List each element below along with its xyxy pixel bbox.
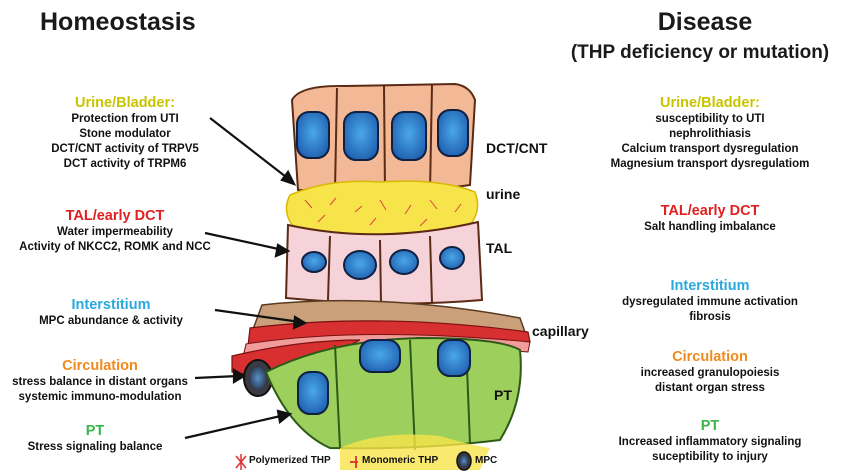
disease-circulation-line: increased granulopoiesis xyxy=(580,366,840,381)
disease-interstitium-line: fibrosis xyxy=(580,310,840,325)
disease-interstitium-title: Interstitium xyxy=(580,277,840,295)
nucleus xyxy=(360,340,400,372)
disease-circulation-line: distant organ stress xyxy=(580,381,840,396)
homeostasis-interstitium-line: MPC abundance & activity xyxy=(0,314,222,329)
homeostasis-circulation-title: Circulation xyxy=(0,357,200,375)
legend-monomeric-thp: Monomeric THP xyxy=(362,455,438,466)
homeostasis-interstitium-title: Interstitium xyxy=(0,296,222,314)
disease-circulation-title: Circulation xyxy=(580,348,840,366)
nucleus xyxy=(440,247,464,269)
polymerized-thp-icon xyxy=(236,454,246,470)
homeostasis-circulation-line: systemic immuno-modulation xyxy=(0,390,200,405)
homeostasis-urine-title: Urine/Bladder: xyxy=(0,94,250,112)
homeostasis-urine-line: DCT activity of TRPM6 xyxy=(0,157,250,172)
legend-mpc: MPC xyxy=(475,455,497,466)
disease-urine-title: Urine/Bladder: xyxy=(580,94,840,112)
label-pt: PT xyxy=(494,387,512,403)
nucleus xyxy=(344,112,378,160)
nucleus xyxy=(390,250,418,274)
disease-pt-title: PT xyxy=(580,417,840,435)
homeostasis-tal-line: Water impermeability xyxy=(0,225,230,240)
nucleus xyxy=(344,251,376,279)
dct-cells xyxy=(292,84,475,192)
label-capillary: capillary xyxy=(532,323,589,339)
nucleus xyxy=(392,112,426,160)
label-dct-cnt: DCT/CNT xyxy=(486,140,547,156)
pt-cells xyxy=(266,338,521,470)
legend-polymerized-thp: Polymerized THP xyxy=(249,455,331,466)
homeostasis-urine-block: Urine/Bladder: Protection from UTI Stone… xyxy=(0,94,250,172)
homeostasis-pt-title: PT xyxy=(0,422,190,440)
homeostasis-urine-line: DCT/CNT activity of TRPV5 xyxy=(0,142,250,157)
disease-tal-block: TAL/early DCT Salt handling imbalance xyxy=(580,202,840,235)
label-urine: urine xyxy=(486,186,520,202)
nucleus xyxy=(438,340,470,376)
homeostasis-interstitium-block: Interstitium MPC abundance & activity xyxy=(0,296,222,329)
disease-urine-line: susceptibility to UTI xyxy=(580,112,840,127)
disease-pt-block: PT Increased inflammatory signaling suce… xyxy=(580,417,840,465)
label-tal: TAL xyxy=(486,240,512,256)
disease-urine-line: nephrolithiasis xyxy=(580,127,840,142)
disease-tal-line: Salt handling imbalance xyxy=(580,220,840,235)
homeostasis-tal-title: TAL/early DCT xyxy=(0,207,230,225)
nucleus xyxy=(298,372,328,414)
homeostasis-pt-block: PT Stress signaling balance xyxy=(0,422,190,455)
disease-interstitium-block: Interstitium dysregulated immune activat… xyxy=(580,277,840,325)
homeostasis-pt-line: Stress signaling balance xyxy=(0,440,190,455)
homeostasis-tal-line: Activity of NKCC2, ROMK and NCC xyxy=(0,240,230,255)
homeostasis-urine-line: Stone modulator xyxy=(0,127,250,142)
homeostasis-tal-block: TAL/early DCT Water impermeability Activ… xyxy=(0,207,230,255)
mpc-nucleus xyxy=(250,367,266,389)
disease-interstitium-line: dysregulated immune activation xyxy=(580,295,840,310)
homeostasis-urine-line: Protection from UTI xyxy=(0,112,250,127)
disease-urine-block: Urine/Bladder: susceptibility to UTI nep… xyxy=(580,94,840,172)
disease-urine-line: Magnesium transport dysregulatiom xyxy=(580,157,840,172)
disease-circulation-block: Circulation increased granulopoiesis dis… xyxy=(580,348,840,396)
disease-pt-line: Increased inflammatory signaling xyxy=(580,435,840,450)
disease-urine-line: Calcium transport dysregulation xyxy=(580,142,840,157)
disease-tal-title: TAL/early DCT xyxy=(580,202,840,220)
disease-pt-line: suceptibility to injury xyxy=(580,450,840,465)
homeostasis-circulation-block: Circulation stress balance in distant or… xyxy=(0,357,200,405)
homeostasis-circulation-line: stress balance in distant organs xyxy=(0,375,200,390)
nucleus xyxy=(297,112,329,158)
nucleus xyxy=(302,252,326,272)
tal-cells xyxy=(286,222,482,304)
nucleus xyxy=(438,110,468,156)
